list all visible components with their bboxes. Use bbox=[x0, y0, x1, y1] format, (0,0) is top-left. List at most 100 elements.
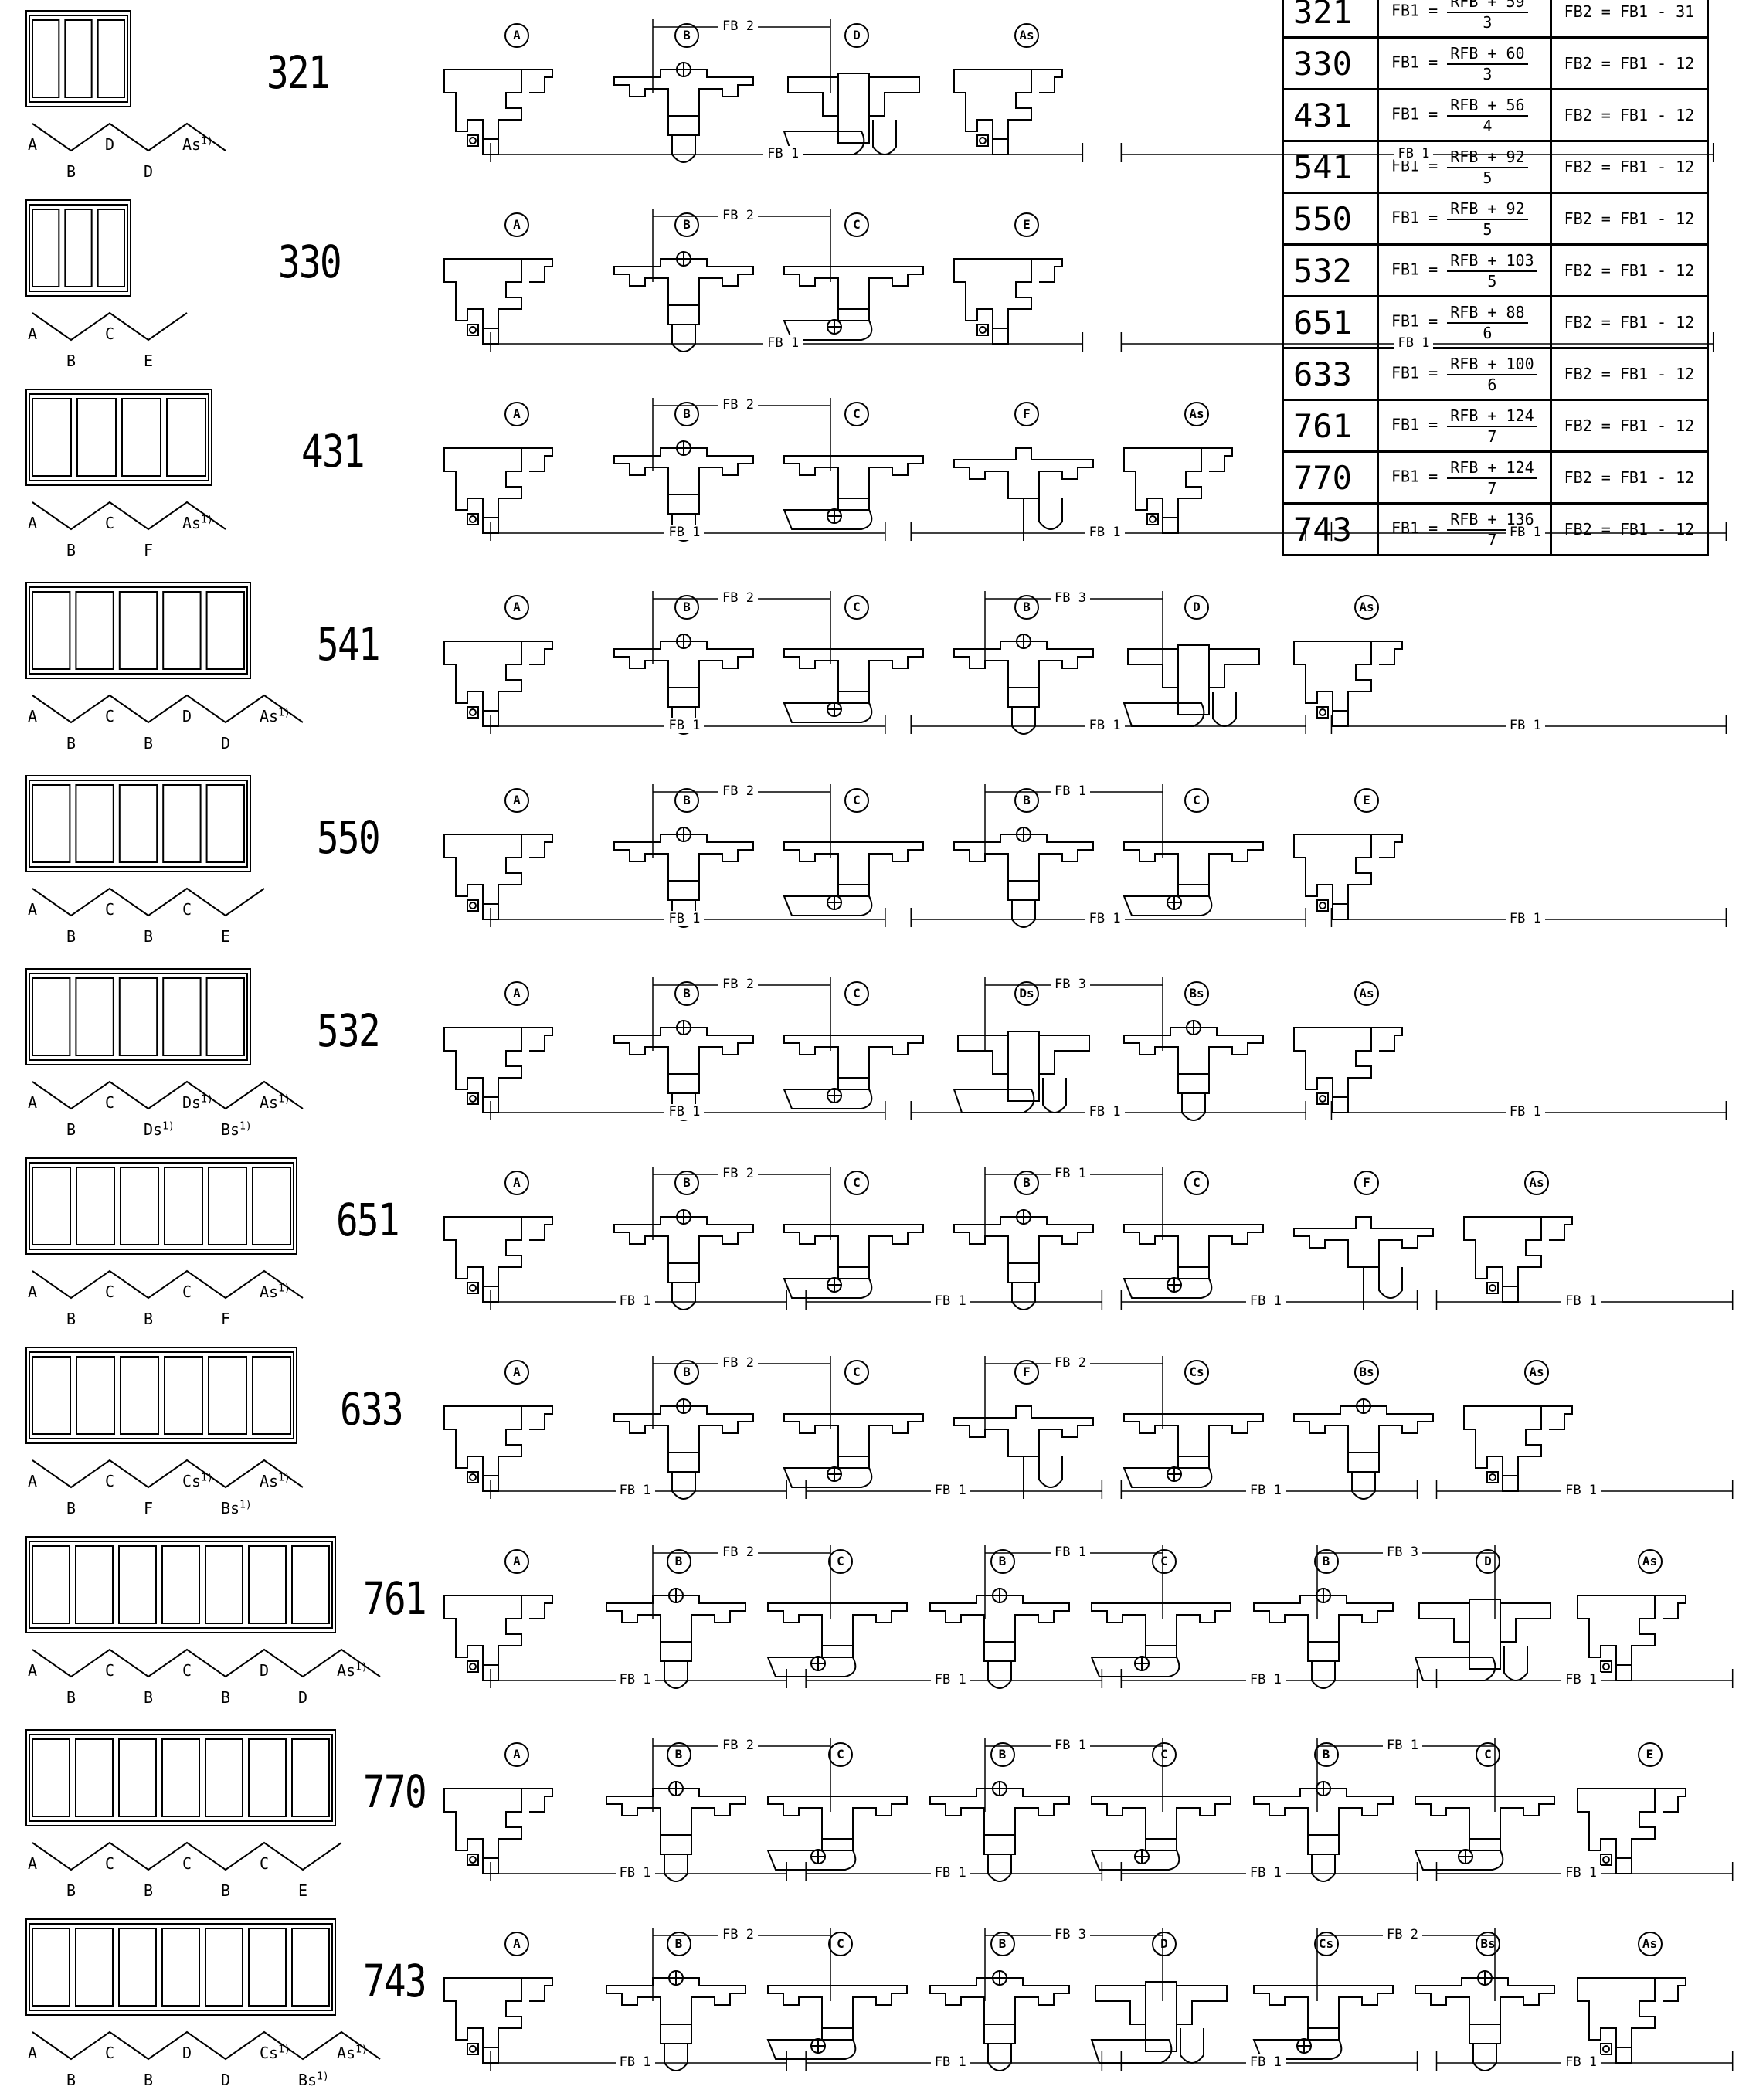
fold-point-letter: F bbox=[144, 1499, 153, 1517]
fold-point-label: C bbox=[105, 514, 114, 532]
fold-point-label: F bbox=[221, 1310, 230, 1328]
configuration-code: 770 bbox=[363, 1765, 426, 1818]
fold-point-letter: B bbox=[144, 1881, 153, 1900]
footnote-mark: 1) bbox=[201, 135, 213, 147]
fold-point-letter: D bbox=[221, 2071, 230, 2089]
fb-dimension-label: FB 1 bbox=[1506, 1104, 1545, 1120]
fold-point-letter: C bbox=[105, 1661, 114, 1680]
door-elevation-drawing bbox=[25, 958, 256, 1074]
fold-point-letter: A bbox=[28, 514, 37, 532]
fold-point-letter: B bbox=[66, 927, 76, 946]
fb-dimension-label: FB 1 bbox=[664, 1104, 704, 1120]
fold-point-label: As1) bbox=[337, 2044, 368, 2062]
fold-point-label: A bbox=[28, 900, 37, 919]
fold-point-letter: C bbox=[105, 1283, 114, 1301]
fold-point-label: As1) bbox=[337, 1661, 368, 1680]
fold-point-letter: Cs bbox=[182, 1472, 201, 1490]
fold-point-letter: B bbox=[144, 734, 153, 753]
configuration-code: 743 bbox=[363, 1955, 426, 2007]
fb-dimension-label: FB 1 bbox=[1246, 1483, 1286, 1498]
footnote-mark: 1) bbox=[317, 2071, 329, 2082]
fold-point-label: A bbox=[28, 2044, 37, 2062]
fold-point-label: C bbox=[105, 325, 114, 343]
fb-dimension-label: FB 1 bbox=[1561, 1293, 1601, 1309]
fold-point-label: A bbox=[28, 1661, 37, 1680]
door-elevation-drawing bbox=[25, 189, 137, 305]
fold-point-letter: A bbox=[28, 2044, 37, 2062]
fb-dimension-label: FB 1 bbox=[1561, 1865, 1601, 1881]
fold-point-label: B bbox=[144, 1688, 153, 1707]
fold-point-label: Bs1) bbox=[221, 1120, 252, 1139]
fold-point-letter: A bbox=[28, 1472, 37, 1490]
fold-point-letter: B bbox=[66, 2071, 76, 2089]
fold-point-label: B bbox=[144, 927, 153, 946]
fold-point-letter: F bbox=[221, 1310, 230, 1328]
fb-dimension-label: FB 2 bbox=[1051, 1355, 1090, 1371]
fb-dimension-label: FB 2 bbox=[718, 1738, 758, 1753]
fb-dimension-label: FB 2 bbox=[718, 977, 758, 992]
fold-point-letter: B bbox=[66, 1120, 76, 1139]
fold-point-label: B bbox=[221, 1881, 230, 1900]
fold-point-letter: B bbox=[66, 541, 76, 559]
configuration-code: 651 bbox=[336, 1194, 399, 1246]
fold-point-label: C bbox=[182, 1661, 192, 1680]
fold-point-label: A bbox=[28, 1283, 37, 1301]
fold-point-label: Cs1) bbox=[182, 1472, 213, 1490]
fold-point-label: B bbox=[66, 1310, 76, 1328]
fold-point-letter: B bbox=[66, 1881, 76, 1900]
fold-point-label: B bbox=[221, 1688, 230, 1707]
fb-dimension-label: FB 2 bbox=[1383, 1927, 1422, 1942]
door-elevation-drawing bbox=[25, 1337, 303, 1453]
fb-dimension-label: FB 1 bbox=[1561, 2054, 1601, 2070]
fb-dimension-label: FB 1 bbox=[1085, 911, 1125, 926]
fb-dimension-label: FB 1 bbox=[616, 1483, 655, 1498]
fold-point-letter: E bbox=[221, 927, 230, 946]
folding-scheme-drawing bbox=[25, 116, 249, 185]
fold-point-label: D bbox=[105, 135, 114, 154]
footnote-mark: 1) bbox=[278, 1283, 290, 1294]
fb-dimension-label: FB 2 bbox=[718, 1544, 758, 1560]
fold-point-letter: D bbox=[221, 734, 230, 753]
fb-dimension-label: FB 1 bbox=[1246, 1672, 1286, 1687]
fold-point-letter: Ds bbox=[182, 1093, 201, 1112]
fold-point-label: A bbox=[28, 1854, 37, 1873]
fb-dimension-label: FB 1 bbox=[616, 1293, 655, 1309]
fold-point-label: B bbox=[66, 1499, 76, 1517]
fold-point-letter: As bbox=[260, 707, 278, 725]
fb-dimension-label: FB 1 bbox=[1561, 1672, 1601, 1687]
fold-point-label: B bbox=[66, 352, 76, 370]
fb-dimension-label: FB 1 bbox=[1051, 1544, 1090, 1560]
fold-point-label: C bbox=[105, 900, 114, 919]
door-elevation-thumbnail: A B C B C E bbox=[25, 765, 256, 946]
footnote-mark: 1) bbox=[278, 707, 290, 719]
fold-point-letter: B bbox=[221, 1688, 230, 1707]
fold-point-label: As1) bbox=[182, 135, 213, 154]
fold-point-letter: C bbox=[182, 1854, 192, 1873]
fold-point-label: C bbox=[182, 900, 192, 919]
fold-point-letter: As bbox=[260, 1283, 278, 1301]
footnote-mark: 1) bbox=[355, 2044, 368, 2055]
fold-point-label: E bbox=[298, 1881, 307, 1900]
fold-point-letter: F bbox=[144, 541, 153, 559]
fold-point-letter: D bbox=[105, 135, 114, 154]
fb-dimension-label: FB 2 bbox=[718, 783, 758, 799]
footnote-mark: 1) bbox=[201, 1093, 213, 1105]
door-elevation-drawing bbox=[25, 0, 137, 116]
fold-point-label: C bbox=[105, 707, 114, 725]
fold-point-label: B bbox=[66, 734, 76, 753]
fold-point-label: B bbox=[66, 1688, 76, 1707]
door-elevation-drawing bbox=[25, 379, 218, 494]
fb-dimension-label: FB 1 bbox=[931, 1865, 970, 1881]
footnote-mark: 1) bbox=[162, 1120, 175, 1132]
